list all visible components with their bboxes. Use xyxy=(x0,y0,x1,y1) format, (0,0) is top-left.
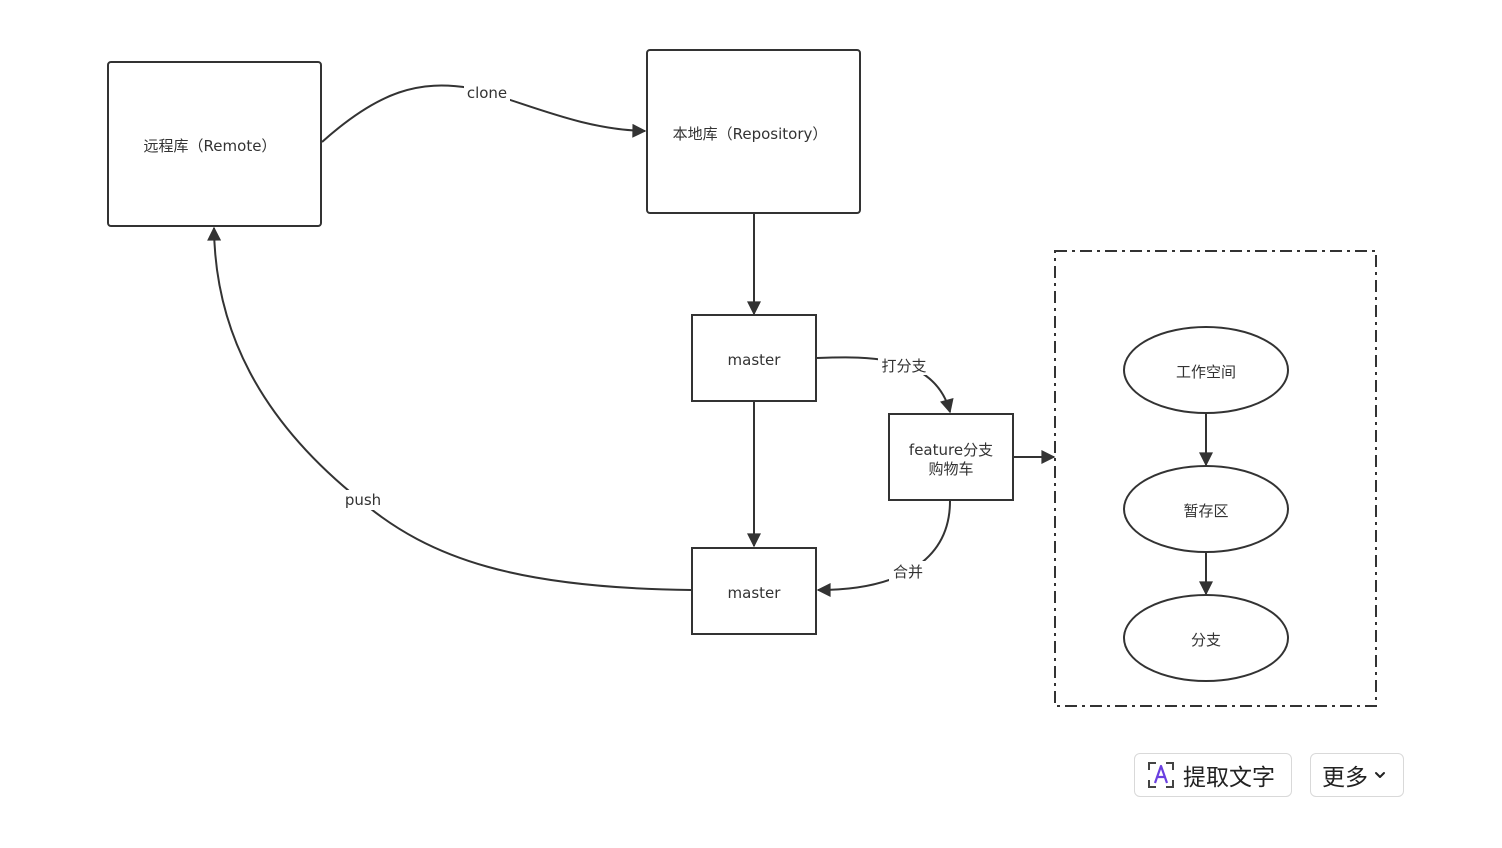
chevron-down-icon xyxy=(1375,772,1385,778)
branch-label: 分支 xyxy=(1191,631,1221,649)
feature-label-line1: feature分支 xyxy=(909,441,993,459)
local-label: 本地库（Repository） xyxy=(673,125,828,143)
merge-label: 合并 xyxy=(893,563,923,581)
master-top-node: master xyxy=(691,314,817,402)
workspace-node: 工作空间 xyxy=(1123,326,1289,414)
more-button[interactable]: 更多 xyxy=(1310,753,1404,797)
staging-node: 暂存区 xyxy=(1123,465,1289,553)
text-scan-icon xyxy=(1148,762,1174,788)
master-bottom-node: master xyxy=(691,547,817,635)
merge-edge xyxy=(816,500,951,597)
remote-node: 远程库（Remote） xyxy=(107,61,322,227)
local-node: 本地库（Repository） xyxy=(646,49,861,214)
feature-node: feature分支 购物车 xyxy=(888,413,1014,501)
extract-text-label: 提取文字 xyxy=(1183,765,1275,791)
clone-label: clone xyxy=(467,84,507,102)
push-edge xyxy=(207,226,692,591)
staging-label: 暂存区 xyxy=(1183,502,1228,520)
branch-node: 分支 xyxy=(1123,594,1289,682)
remote-label: 远程库（Remote） xyxy=(144,137,277,155)
workspace-label: 工作空间 xyxy=(1176,363,1236,381)
working-area-group xyxy=(1054,250,1377,707)
master-bottom-label: master xyxy=(728,584,782,602)
more-label: 更多 xyxy=(1322,765,1368,791)
master-top-label: master xyxy=(728,351,782,369)
feature-label-line2: 购物车 xyxy=(928,460,973,478)
branch-off-label: 打分支 xyxy=(881,357,926,375)
extract-text-button[interactable]: 提取文字 xyxy=(1134,753,1292,797)
push-label: push xyxy=(345,491,381,509)
